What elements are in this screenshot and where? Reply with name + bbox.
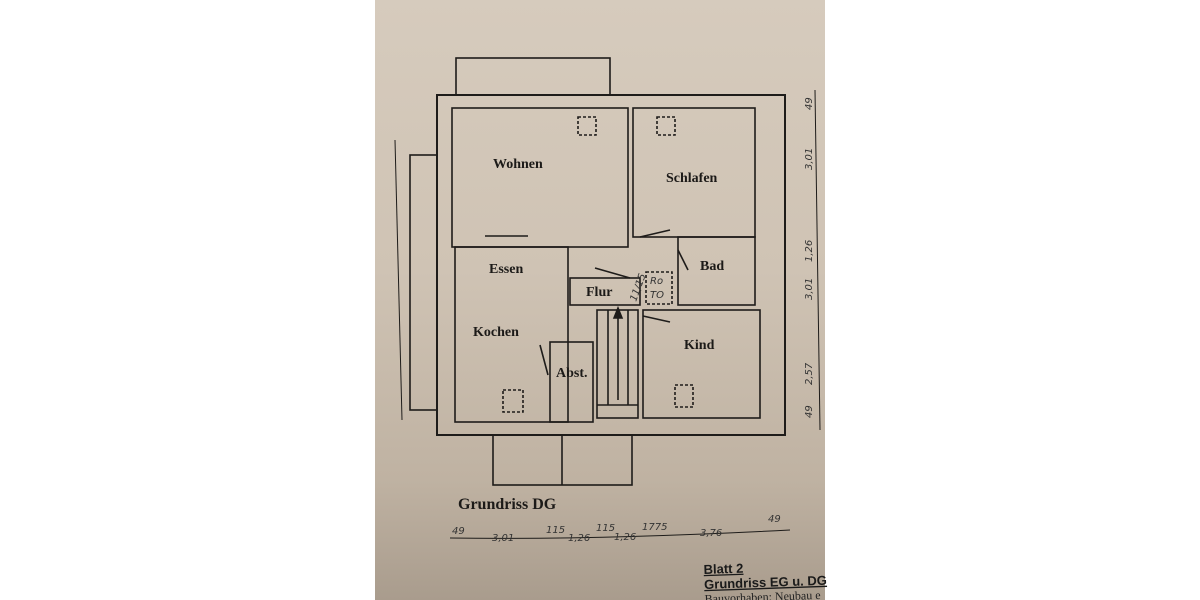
plan-title: Grundriss DG [458, 496, 557, 513]
label-roto-2: TO [650, 290, 664, 301]
dim: 3,01 [804, 148, 815, 170]
dim: 49 [768, 514, 781, 525]
label-kochen: Kochen [473, 325, 519, 340]
dim: 1775 [642, 522, 667, 533]
outer-wall [436, 94, 786, 436]
dim: 49 [804, 405, 815, 418]
dim: 49 [452, 526, 465, 537]
room-abst [549, 341, 594, 423]
paper-sheet [375, 0, 825, 600]
project-line: Bauvorhaben: Neubau e [704, 588, 820, 600]
dim: 115 [596, 523, 615, 534]
dim: 3,01 [492, 533, 514, 544]
room-wohnen [451, 107, 629, 248]
label-schlafen: Schlafen [666, 171, 718, 186]
sheet-number: Blatt 2 [703, 561, 743, 577]
label-bad: Bad [700, 259, 724, 274]
label-wohnen: Wohnen [493, 157, 543, 172]
dim: 2,57 [804, 362, 815, 385]
room-essen-kochen [454, 246, 569, 423]
label-abst: Abst. [556, 366, 588, 381]
title-block: Blatt 2 Grundriss EG u. DG Bauvorhaben: … [703, 561, 827, 600]
dim: 1,26 [804, 240, 815, 262]
right-dimensions: 49 3,01 1,26 3,01 2,57 49 [804, 97, 815, 418]
balcony-top [455, 57, 611, 96]
roto-shaft [645, 271, 673, 305]
label-essen: Essen [489, 262, 523, 277]
dim: 49 [804, 97, 815, 110]
dim: 115 [546, 525, 565, 536]
terrace-left [409, 154, 438, 411]
room-flur [569, 277, 641, 306]
sheet-subtitle: Grundriss EG u. DG [704, 573, 827, 592]
dim: 3,01 [804, 278, 815, 300]
bottom-dimensions: 49 3,01 115 1,26 115 1,26 1775 3,76 49 [452, 514, 781, 544]
room-kind [642, 309, 761, 419]
label-flur: Flur [586, 285, 612, 300]
dim: 1,26 [614, 532, 636, 543]
room-bad [677, 236, 756, 306]
label-roto-1: Ro [650, 276, 663, 287]
dim: 1,26 [568, 533, 590, 544]
dim: 3,76 [700, 528, 722, 539]
label-kind: Kind [684, 338, 715, 353]
